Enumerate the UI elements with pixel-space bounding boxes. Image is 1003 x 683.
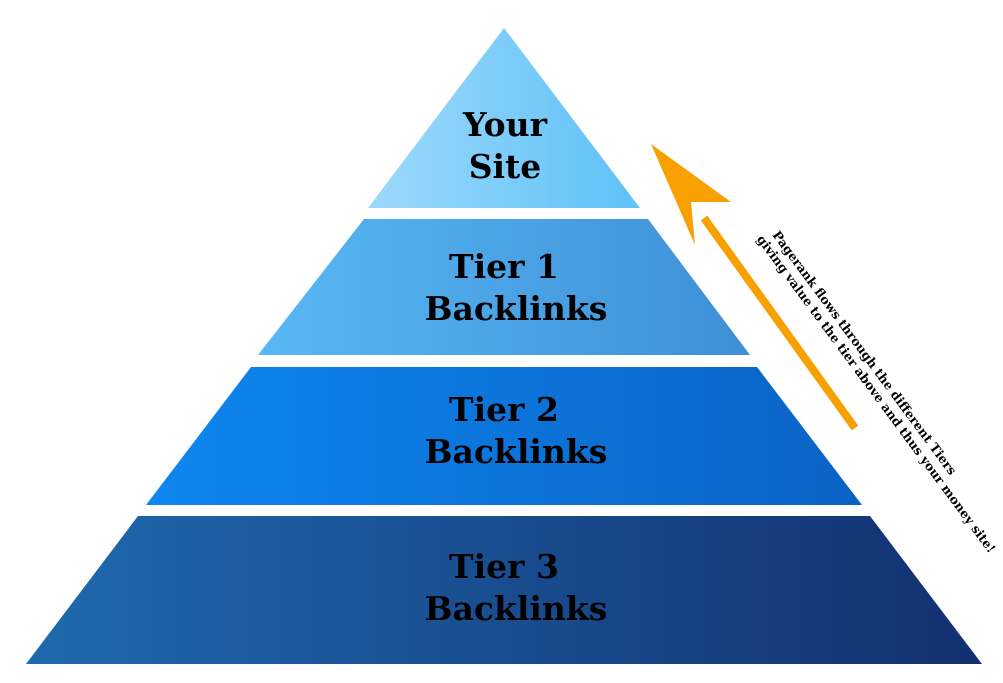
your-site-label-line1: Your xyxy=(462,105,548,144)
pagerank-flow-arrow-icon xyxy=(651,144,859,431)
arrow-shaft xyxy=(700,215,859,431)
arrow-head xyxy=(651,144,731,245)
tier1-label-line1: Tier 1 xyxy=(449,247,559,286)
tier3-segment xyxy=(26,516,982,664)
tier3-label-line2: Backlinks xyxy=(425,589,608,628)
tier1-segment xyxy=(258,219,750,355)
your-site-label-line2: Site xyxy=(469,147,542,186)
tier2-label-line2: Backlinks xyxy=(425,432,608,471)
your-site-segment xyxy=(368,28,640,208)
tier2-segment xyxy=(146,367,862,505)
tier1-label-line2: Backlinks xyxy=(425,289,608,328)
tier3-label-line1: Tier 3 xyxy=(449,547,559,586)
flow-note: Pagerank flows through the different Tie… xyxy=(754,228,999,556)
flow-note-line2: giving value to the tier above and thus … xyxy=(754,232,999,556)
tier2-label-line1: Tier 2 xyxy=(449,390,559,429)
